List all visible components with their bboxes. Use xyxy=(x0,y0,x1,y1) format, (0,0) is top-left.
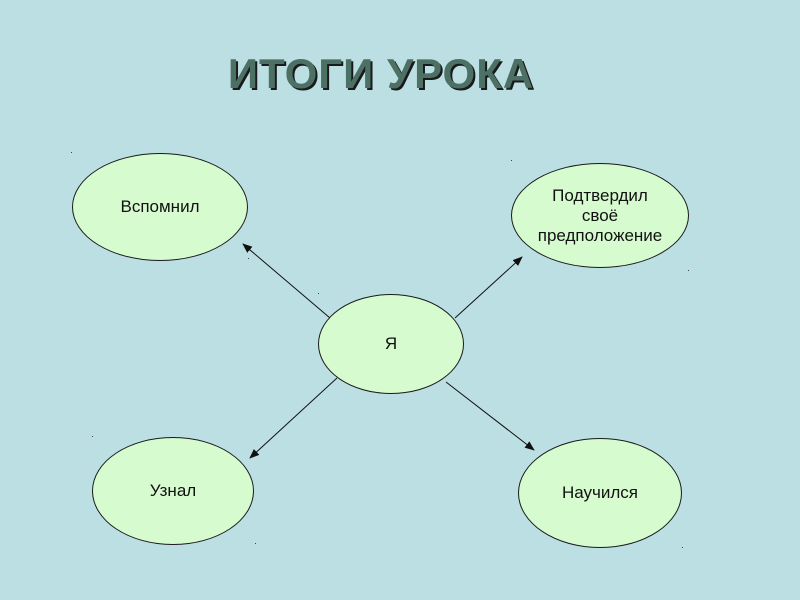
node-label-line-3: предположение xyxy=(537,225,663,245)
node-label-line-2: своё xyxy=(581,205,619,225)
node-nauchilsya: Научился xyxy=(518,438,682,548)
speck xyxy=(682,547,683,548)
node-podtverdil: Подтвердил своё предположение xyxy=(511,163,689,268)
speck xyxy=(318,293,319,294)
speck xyxy=(688,270,689,271)
arrow-to-nauchilsya xyxy=(445,381,535,451)
arrow-to-vspomnil xyxy=(242,243,331,319)
speck xyxy=(255,543,256,544)
slide-title: ИТОГИ УРОКА xyxy=(227,50,535,97)
node-label: Вспомнил xyxy=(120,197,200,216)
node-vspomnil: Вспомнил xyxy=(72,153,248,261)
arrow-to-uznal xyxy=(249,377,338,459)
node-label: Я xyxy=(384,334,398,353)
speck xyxy=(92,436,93,437)
speck xyxy=(248,258,249,259)
node-label: Узнал xyxy=(149,481,197,500)
node-uznal: Узнал xyxy=(92,437,254,545)
node-center-ya: Я xyxy=(318,294,464,394)
node-label: Научился xyxy=(561,483,639,502)
node-label-line-1: Подтвердил xyxy=(552,185,648,205)
speck xyxy=(511,160,512,161)
arrow-to-podtverdil xyxy=(454,256,523,319)
speck xyxy=(71,152,72,153)
